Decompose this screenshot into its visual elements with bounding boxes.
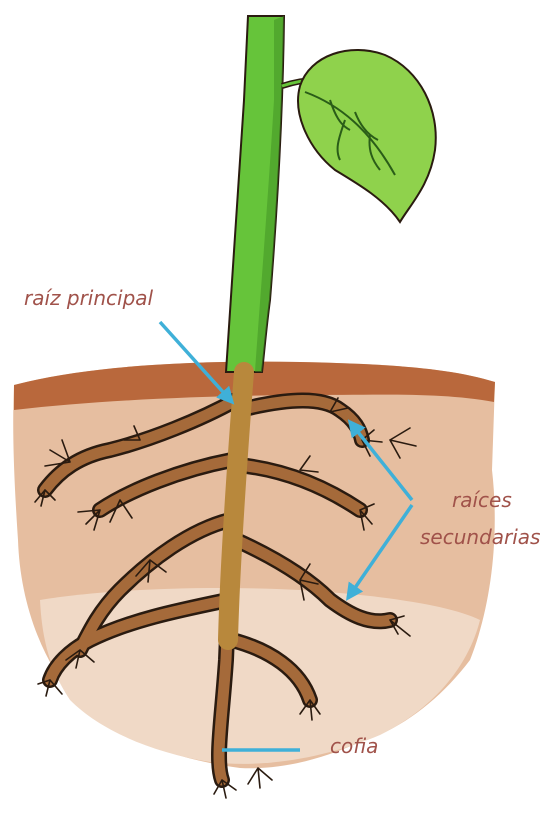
label-main-root: raíz principal bbox=[24, 286, 153, 310]
label-secondary-roots-line2: secundarias bbox=[420, 525, 540, 549]
label-secondary-roots-line1: raíces bbox=[452, 488, 512, 512]
soil bbox=[13, 362, 495, 769]
seedling bbox=[226, 16, 436, 372]
label-root-cap: cofia bbox=[330, 734, 378, 758]
